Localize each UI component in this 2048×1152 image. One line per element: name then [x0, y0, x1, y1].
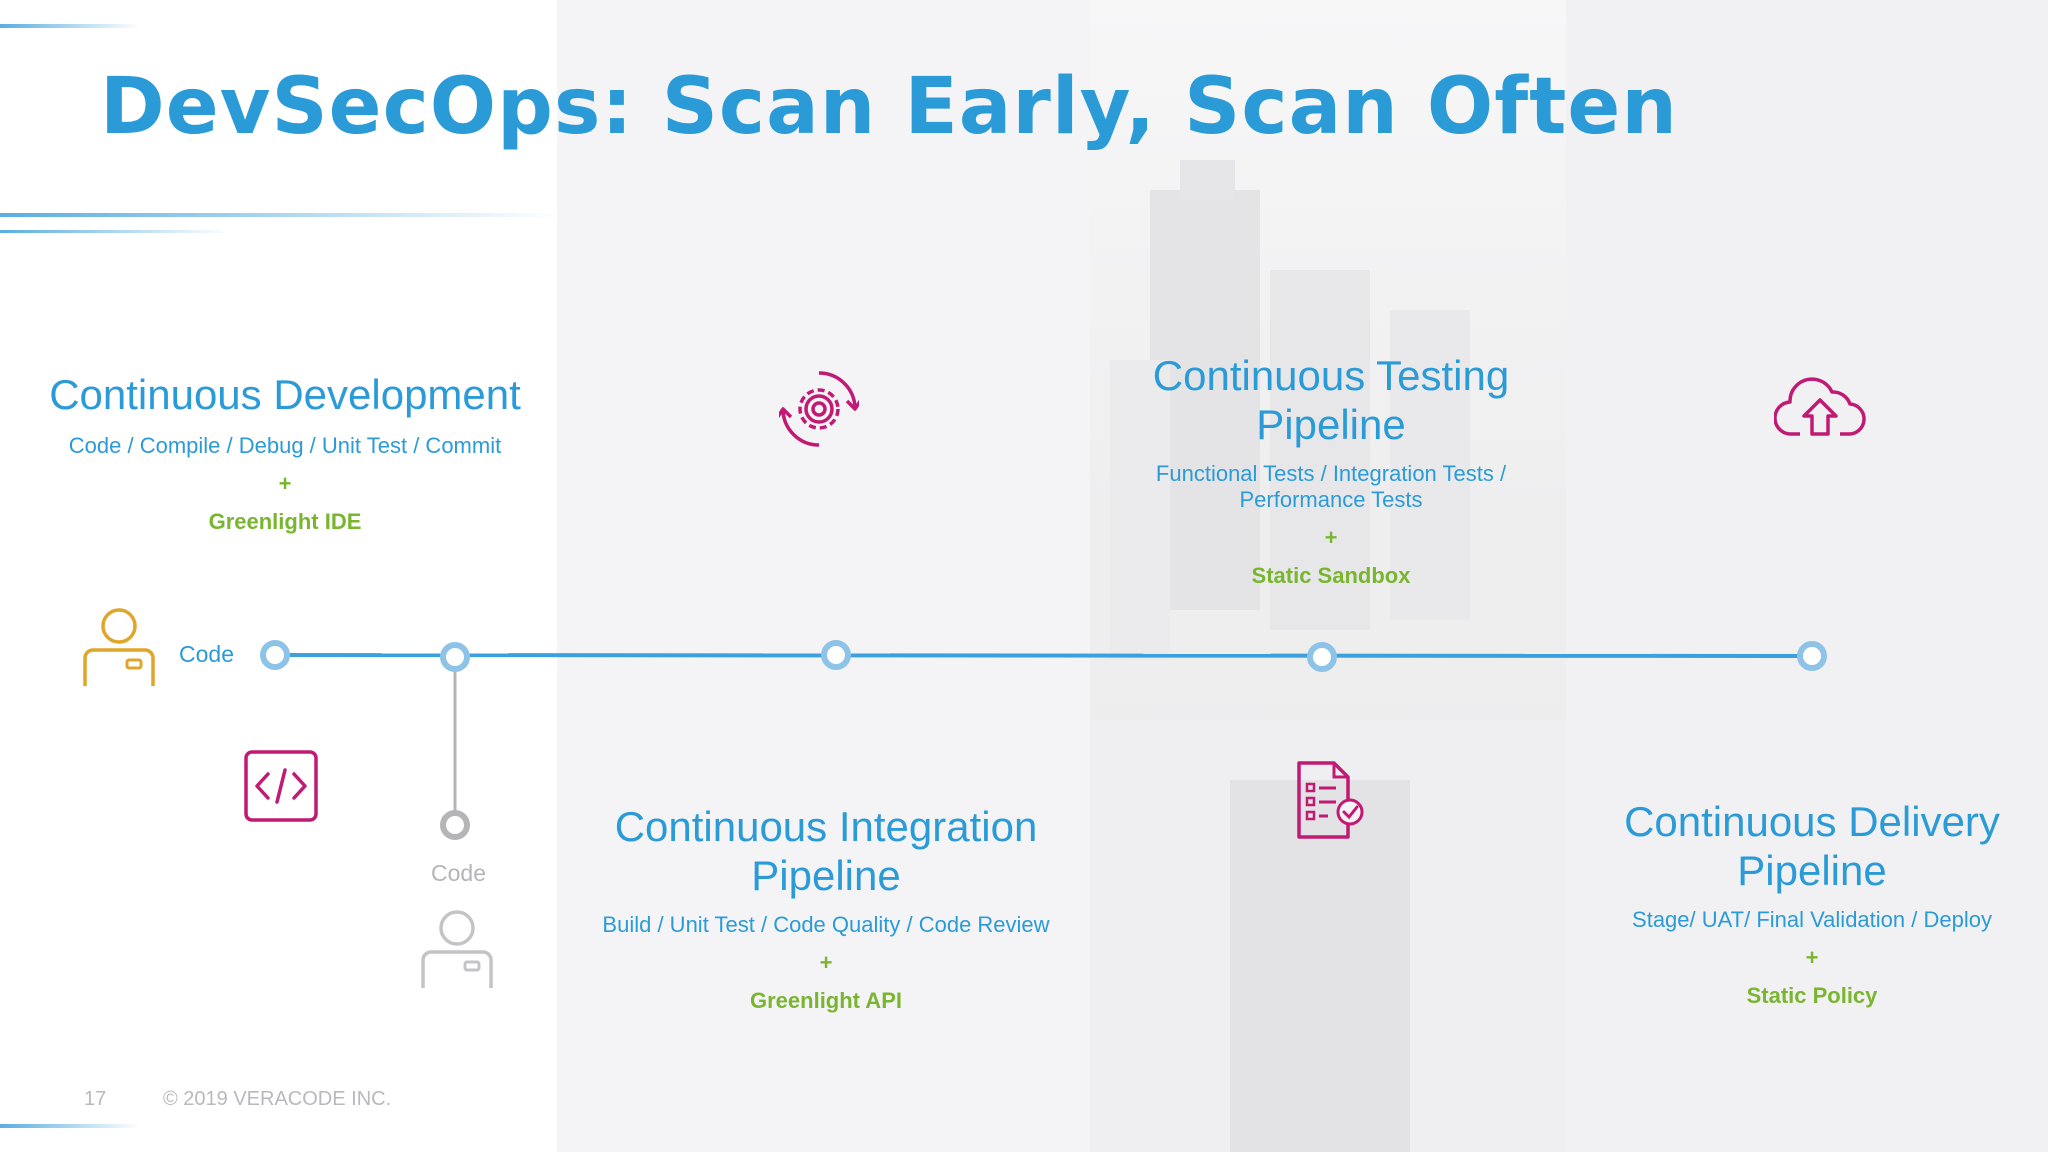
timeline-node-commit [440, 642, 470, 672]
developer-person-icon [83, 608, 155, 686]
timeline-line [274, 653, 1813, 658]
stage-description: Build / Unit Test / Code Quality / Code … [602, 912, 1050, 937]
bottom-accent-line [0, 1124, 140, 1128]
plus-sign: + [1324, 525, 1338, 550]
timeline-node-start [260, 640, 290, 670]
background-band-2 [557, 0, 1090, 1152]
background-band-1 [0, 0, 557, 1152]
developer-person-icon-secondary [421, 910, 493, 988]
plus-sign: + [278, 471, 292, 496]
stage-title-line-1: Continuous Testing [1152, 352, 1510, 399]
stage-tool: Greenlight IDE [208, 509, 362, 534]
copyright: © 2019 VERACODE INC. [163, 1088, 392, 1110]
secondary-code-label: Code [431, 860, 486, 886]
stage-tool: Greenlight API [750, 988, 902, 1013]
stage-title-line-2: Pipeline [1737, 847, 1887, 894]
page-number: 17 [84, 1088, 107, 1110]
background-band-4 [1566, 0, 2048, 1152]
stage-description-line-1: Functional Tests / Integration Tests / [1155, 461, 1507, 486]
stage-title-line-1: Continuous Integration [614, 803, 1038, 850]
stage-tool: Static Policy [1746, 983, 1878, 1008]
city-skyline-background [1090, 160, 1566, 1152]
stage-continuous-testing: Continuous Testing Pipeline Functional T… [1100, 351, 1562, 589]
plus-sign: + [819, 950, 833, 975]
cloud-upload-icon [1774, 377, 1866, 436]
stage-continuous-development: Continuous Development Code / Compile / … [20, 370, 550, 535]
stage-continuous-delivery: Continuous Delivery Pipeline Stage/ UAT/… [1576, 797, 2048, 1009]
stage-continuous-integration: Continuous Integration Pipeline Build / … [566, 802, 1086, 1014]
slide-title: DevSecOps: Scan Early, Scan Often [100, 62, 1678, 152]
stage-title: Continuous Development [49, 371, 521, 418]
timeline-node-testing [1307, 642, 1337, 672]
checklist-icon [1297, 761, 1364, 839]
timeline-node-secondary [440, 810, 470, 840]
gear-cycle-icon [779, 371, 859, 447]
title-underline-1 [0, 213, 560, 217]
plus-sign: + [1805, 945, 1819, 970]
stage-title-line-1: Continuous Delivery [1624, 798, 2000, 845]
top-accent-line [0, 24, 140, 28]
stage-description: Code / Compile / Debug / Unit Test / Com… [68, 433, 502, 458]
stage-description: Stage/ UAT/ Final Validation / Deploy [1632, 907, 1992, 932]
timeline-node-delivery [1797, 641, 1827, 671]
timeline-node-integration [821, 640, 851, 670]
stage-description-line-2: Performance Tests [1239, 487, 1423, 512]
stage-title-line-2: Pipeline [1256, 401, 1406, 448]
title-underline-2 [0, 230, 230, 233]
stage-title-line-2: Pipeline [751, 852, 901, 899]
code-brackets-icon [244, 750, 318, 822]
stage-tool: Static Sandbox [1251, 563, 1411, 588]
primary-code-label: Code [179, 641, 234, 667]
